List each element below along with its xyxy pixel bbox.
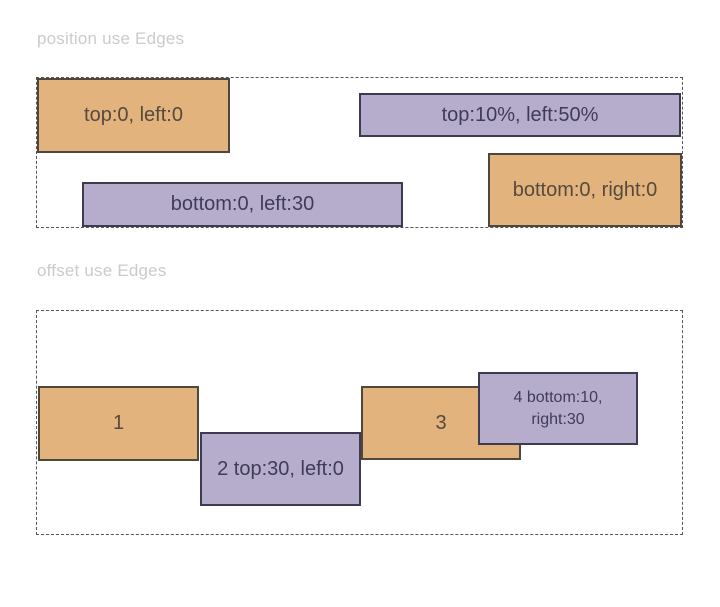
- position-demo-container: top:0, left:0 top:10%, left:50% bottom:0…: [36, 77, 683, 228]
- box-bottom-0-left-30: bottom:0, left:30: [82, 182, 403, 227]
- box-top-left: top:0, left:0: [37, 78, 230, 153]
- section-title-position-use-edges: position use Edges: [37, 29, 185, 48]
- offset-box-1: 1: [38, 386, 199, 461]
- offset-box-4-bottom-10-right-30: 4 bottom:10, right:30: [478, 372, 638, 445]
- box-top-10pct-left-50pct: top:10%, left:50%: [359, 93, 681, 137]
- box-bottom-0-right-0: bottom:0, right:0: [488, 153, 682, 227]
- offset-box-2-top-30-left-0: 2 top:30, left:0: [200, 432, 361, 506]
- section-title-offset-use-edges: offset use Edges: [37, 261, 167, 280]
- offset-demo-container: 1 2 top:30, left:0 3 4 bottom:10, right:…: [36, 310, 683, 535]
